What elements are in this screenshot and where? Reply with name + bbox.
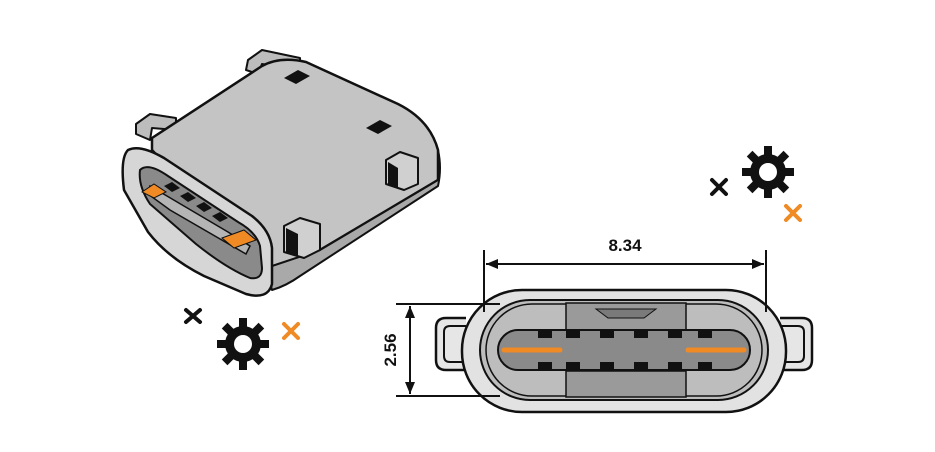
front-tongue [497,329,751,371]
port-pins [164,182,228,222]
width-dimension [483,250,767,312]
height-dimension [396,303,500,397]
shell-hole-front [366,120,392,134]
plus-icon [784,204,802,222]
width-dimension-label: 8.34 [608,236,642,255]
front-pins-bottom [538,362,712,369]
cross-icon [184,308,202,324]
isometric-connector [121,49,441,297]
height-dimension-label: 2.56 [381,333,400,366]
contact-orange-left [141,183,167,199]
plus-icon [282,322,300,340]
cross-icon [710,178,728,196]
gear-icon [742,146,794,198]
gear-icon [217,318,269,370]
contact-orange-right [221,229,257,249]
shell-hole-back [284,70,310,84]
front-pins-top [538,331,712,338]
front-view-connector [434,288,814,414]
